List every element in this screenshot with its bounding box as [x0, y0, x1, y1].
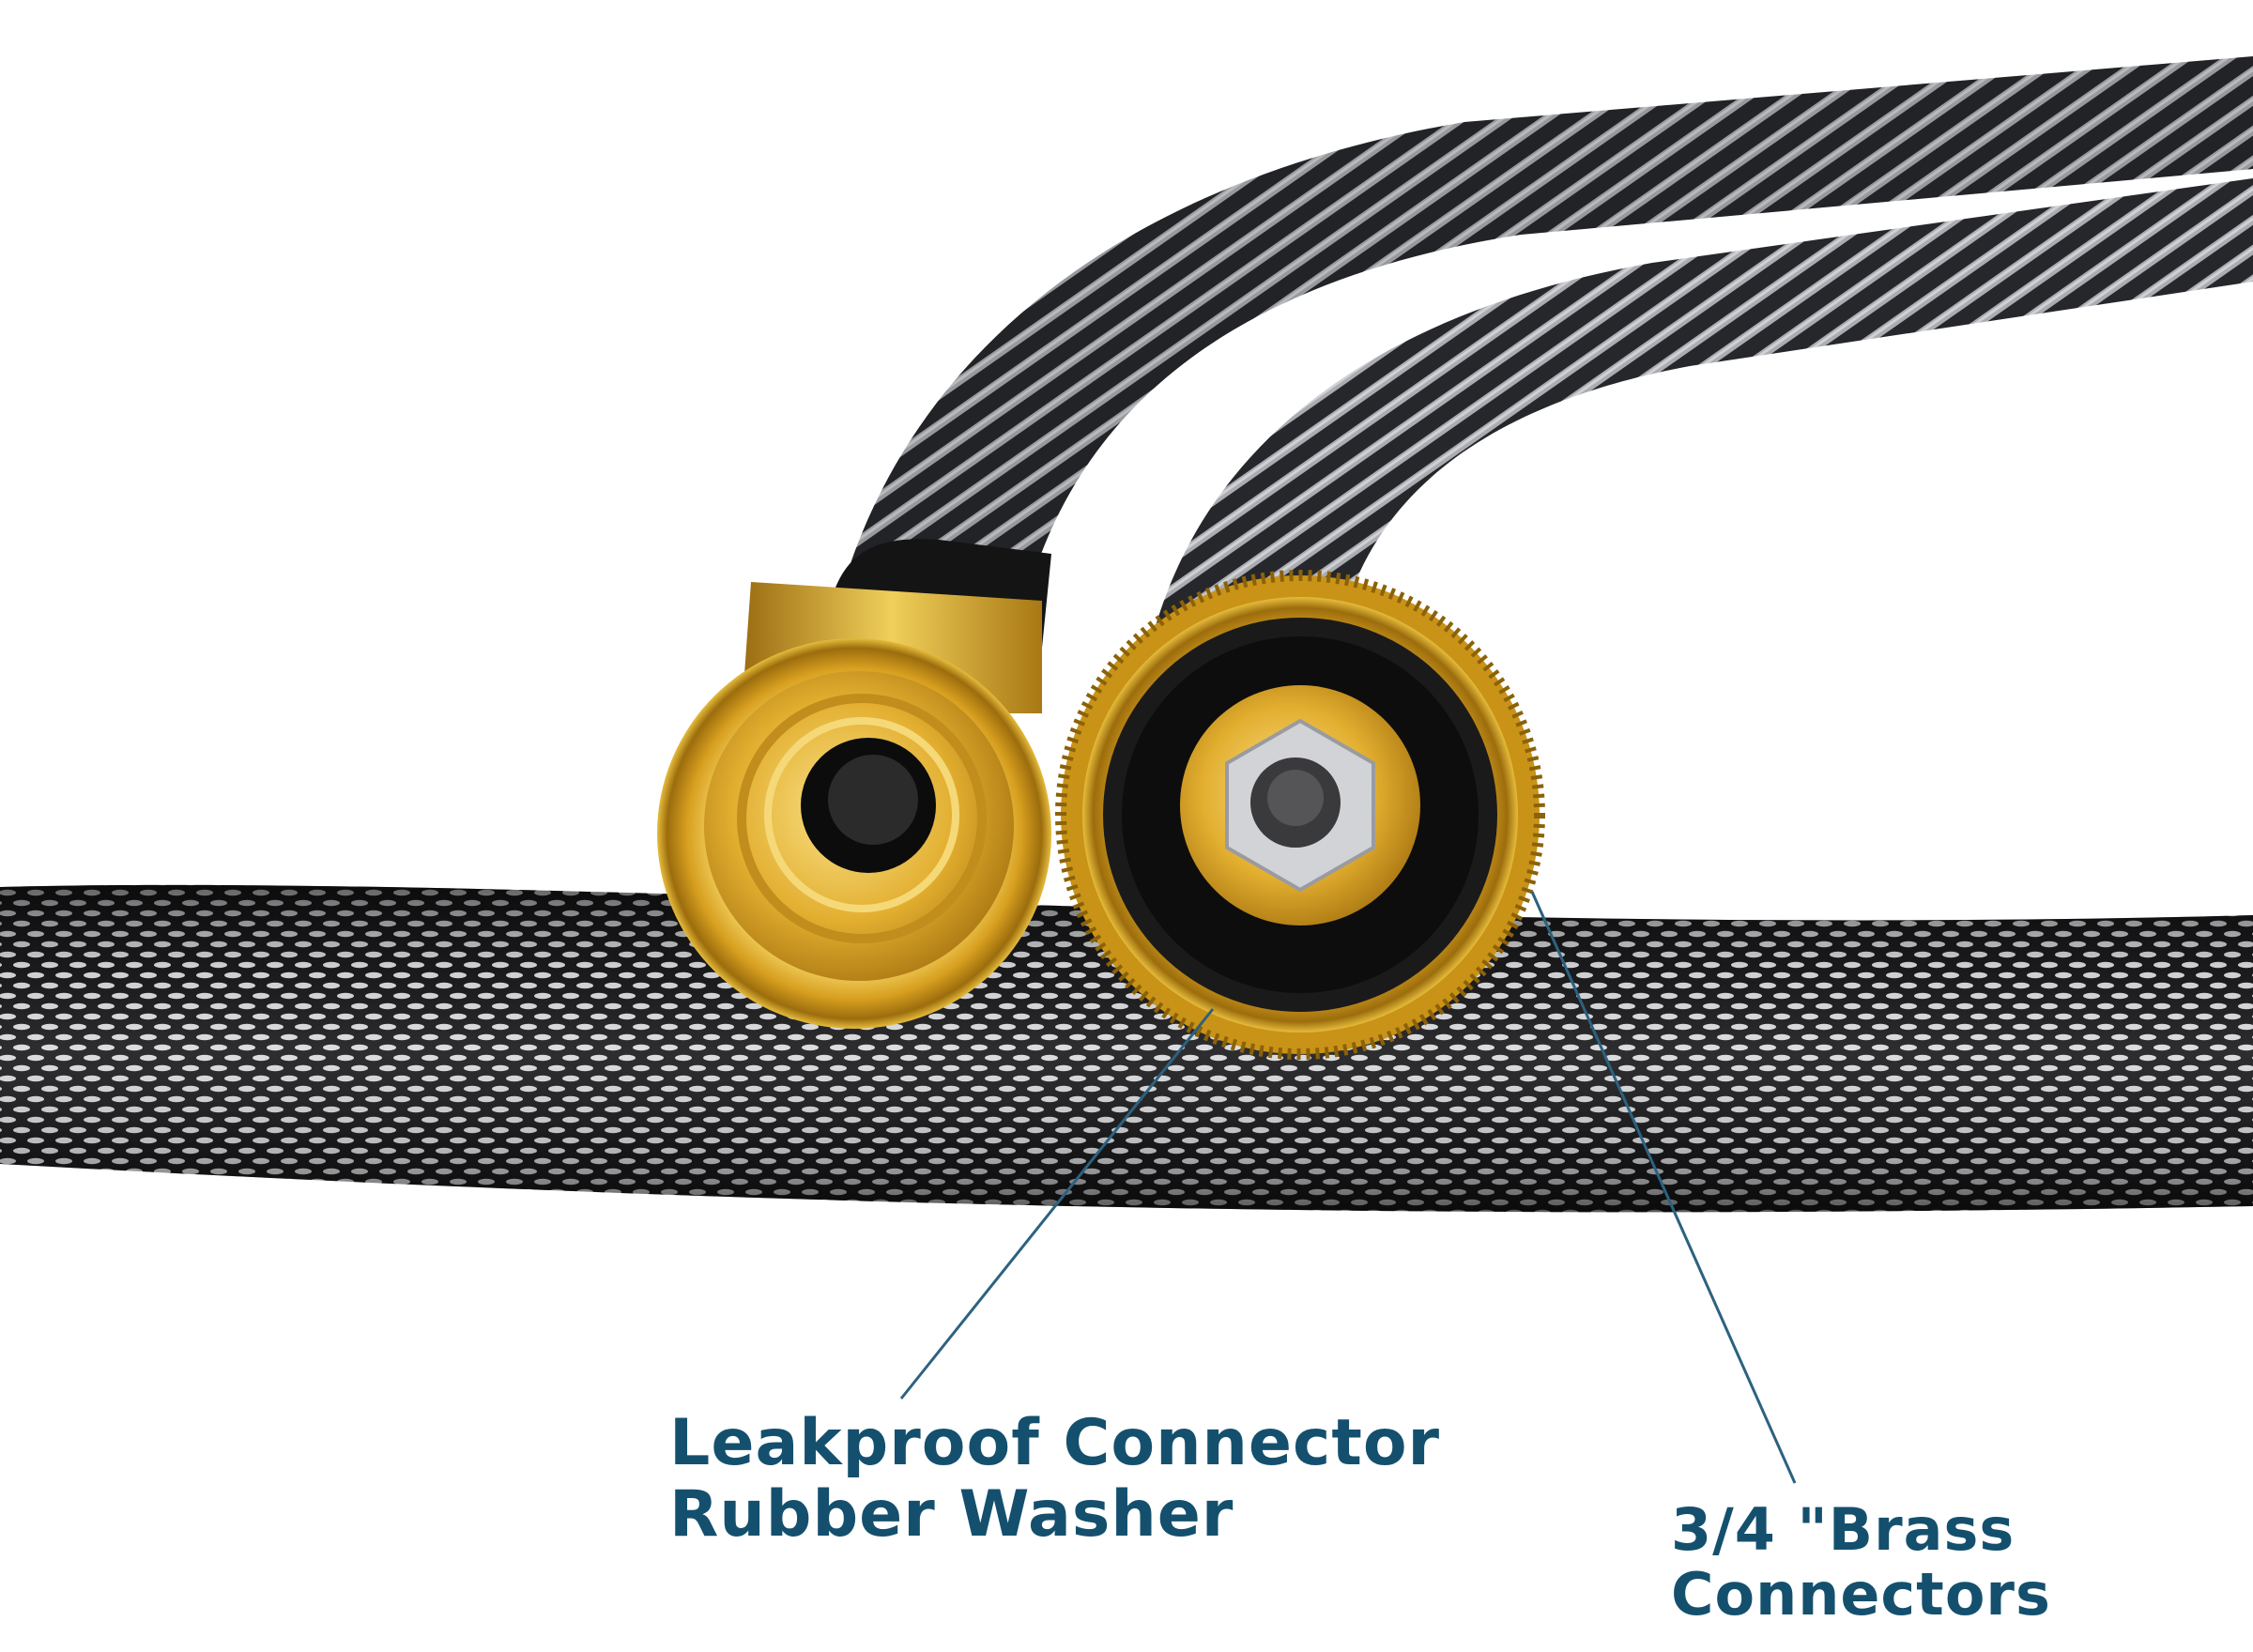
washer-callout-line1: Leakproof Connector [669, 1406, 1441, 1480]
brass-callout-line2: Connectors [1671, 1560, 2051, 1629]
washer-callout: Leakproof Connector Rubber Washer [669, 1406, 1441, 1553]
right-brass-connector [1055, 570, 1545, 1060]
left-brass-connector [657, 582, 1051, 1029]
brass-leader-line [1530, 891, 1797, 1484]
washer-leader-line [899, 1008, 1215, 1400]
front-hose [0, 884, 2253, 1213]
washer-callout-line2: Rubber Washer [669, 1477, 1234, 1553]
back-hose-right [1136, 178, 2253, 751]
brass-callout: 3/4 "Brass Connectors [1671, 1497, 2051, 1628]
brass-callout-line1: 3/4 "Brass [1671, 1495, 2015, 1564]
